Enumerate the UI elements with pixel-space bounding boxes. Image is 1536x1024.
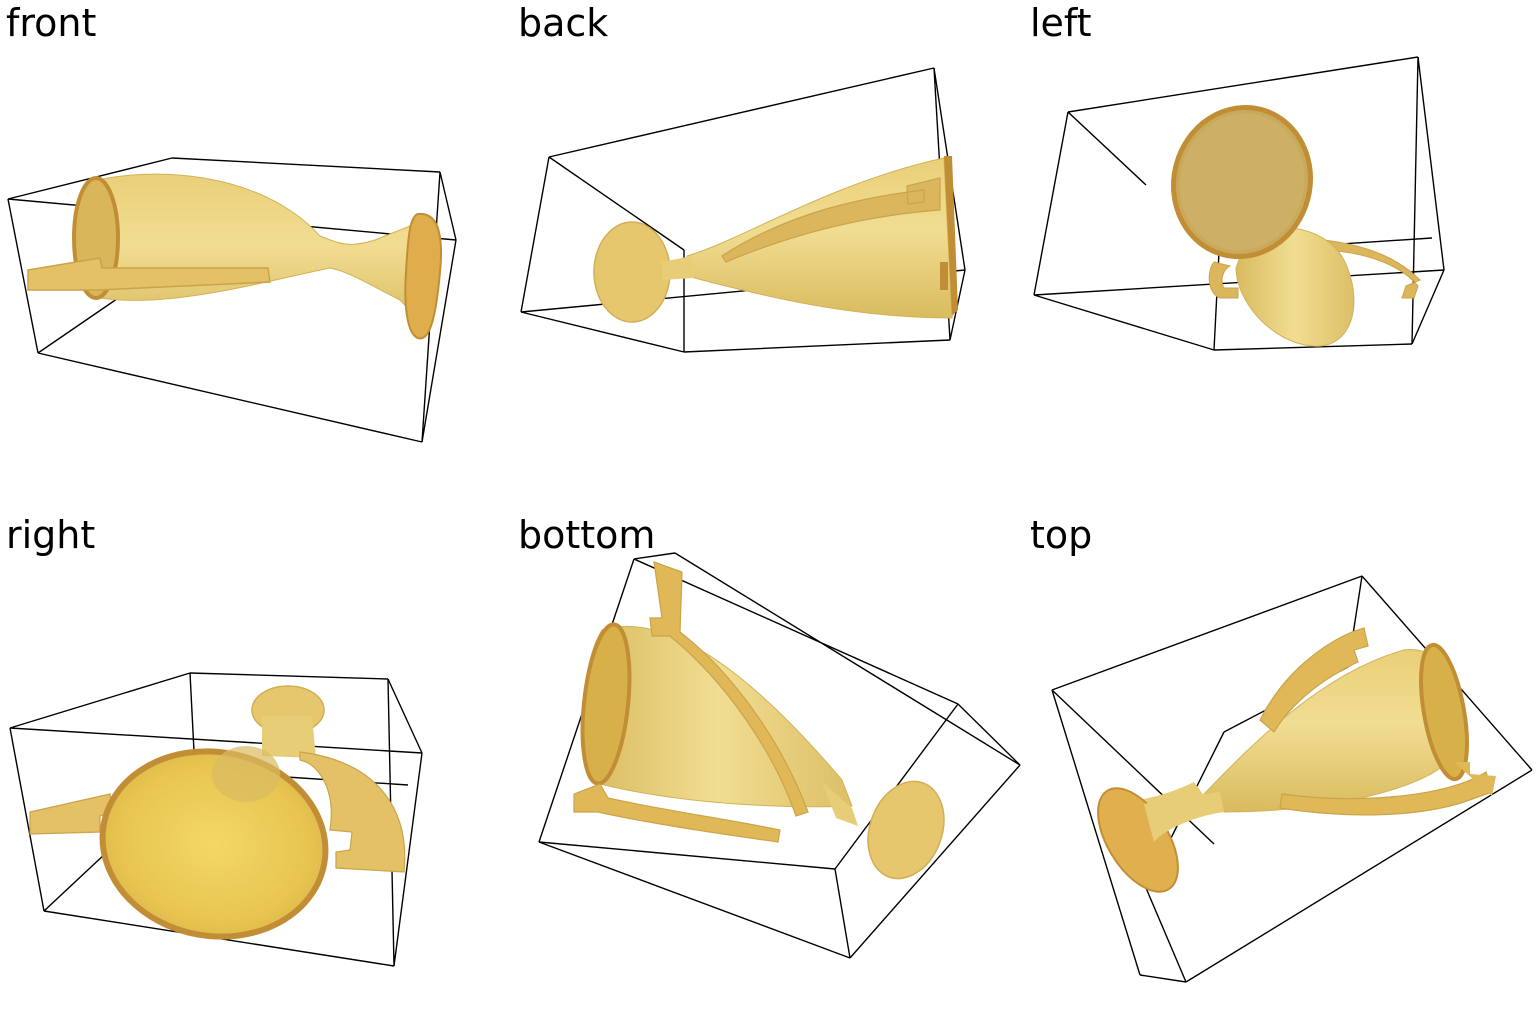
trophy-cup-icon [1171, 104, 1421, 347]
trophy-cup-icon [593, 156, 958, 323]
trophy-cup-icon [1097, 627, 1496, 893]
scene-top [1051, 575, 1533, 983]
view-panel-right: right [0, 512, 512, 1024]
trophy-cup-icon [29, 685, 406, 940]
view-panel-front: front [0, 0, 512, 512]
view-panel-back: back [512, 0, 1024, 512]
view-label: front [6, 1, 97, 45]
view-panel-left: left [1024, 0, 1536, 512]
view-panel-top: top [1024, 512, 1536, 1024]
scene-left [1033, 56, 1445, 351]
trophy-cup-icon [573, 561, 945, 880]
scene-front [7, 157, 457, 443]
view-panel-bottom: bottom [512, 512, 1024, 1024]
view-label: right [6, 513, 96, 557]
view-label: left [1030, 1, 1092, 45]
view-label: bottom [518, 513, 656, 557]
view-label: top [1030, 513, 1093, 557]
scene-right [9, 672, 423, 967]
view-label: back [518, 1, 609, 45]
scene-bottom [538, 552, 1021, 959]
trophy-cup-icon [27, 173, 442, 340]
scene-back [520, 67, 966, 353]
